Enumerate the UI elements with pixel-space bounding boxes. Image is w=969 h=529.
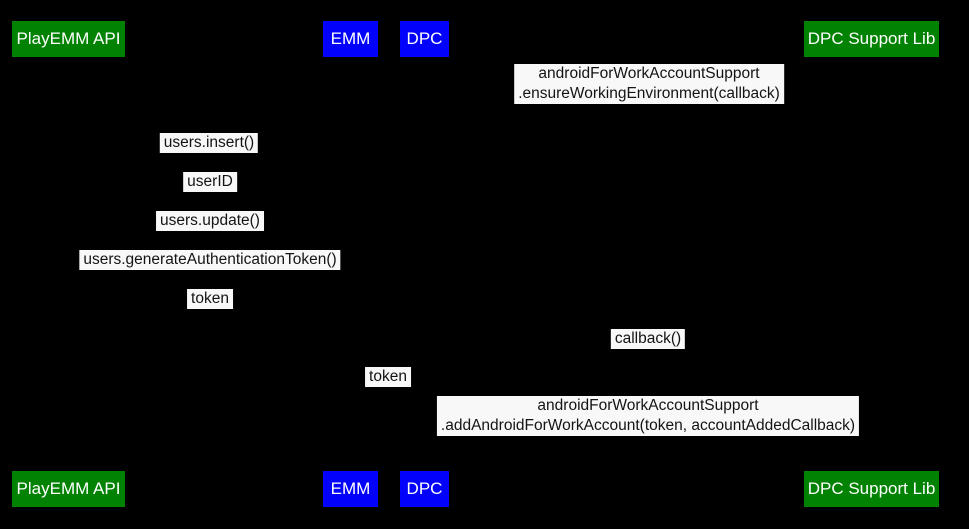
- actor-box-emm-top: EMM: [323, 21, 378, 57]
- message-label-token-to-emm: token: [187, 289, 233, 309]
- actor-box-emm-bottom: EMM: [323, 471, 378, 507]
- message-label-token-to-dpc: token: [365, 367, 411, 387]
- message-line: .ensureWorkingEnvironment(callback): [518, 85, 780, 102]
- message-line: users.insert(): [163, 134, 255, 151]
- message-line: token: [369, 368, 407, 385]
- message-line: .addAndroidForWorkAccount(token, account…: [440, 417, 856, 434]
- message-label-ensure-working-environment: androidForWorkAccountSupport .ensureWorki…: [514, 64, 784, 104]
- message-line: token: [191, 290, 229, 307]
- message-label-add-android-for-work-account: androidForWorkAccountSupport .addAndroidF…: [436, 396, 860, 436]
- message-line: users.generateAuthenticationToken(): [83, 251, 337, 268]
- actor-box-dpc-bottom: DPC: [400, 471, 449, 507]
- actor-box-playemm-api-bottom: PlayEMM API: [12, 471, 125, 507]
- message-line: userID: [187, 173, 233, 190]
- message-line: users.update(): [160, 212, 260, 229]
- message-line: callback(): [614, 330, 682, 347]
- message-label-users-insert: users.insert(): [159, 133, 259, 153]
- message-label-users-update: users.update(): [156, 211, 264, 231]
- message-label-user-id: userID: [183, 172, 237, 192]
- message-label-callback: callback(): [610, 329, 686, 349]
- actor-box-playemm-api-top: PlayEMM API: [12, 21, 125, 57]
- message-line: androidForWorkAccountSupport: [538, 65, 760, 82]
- message-label-users-generate-authentication-token: users.generateAuthenticationToken(): [79, 250, 341, 270]
- actor-box-dpc-support-lib-bottom: DPC Support Lib: [804, 471, 939, 507]
- actor-box-dpc-support-lib-top: DPC Support Lib: [804, 21, 939, 57]
- actor-box-dpc-top: DPC: [400, 21, 449, 57]
- message-line: androidForWorkAccountSupport: [537, 397, 759, 414]
